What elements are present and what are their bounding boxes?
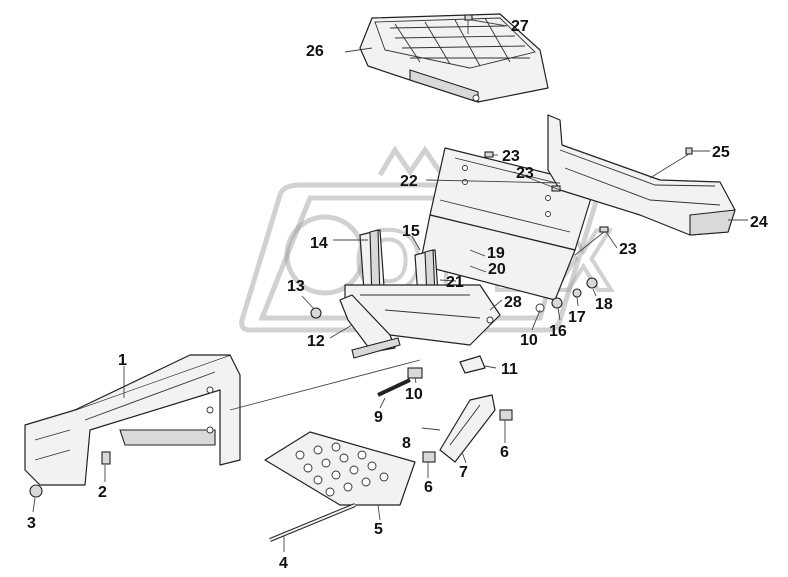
callout-19: 19 <box>487 245 505 262</box>
callout-6b: 6 <box>500 444 509 461</box>
part-13-nut <box>310 307 322 319</box>
part-11-plate <box>459 355 486 374</box>
leader-lines <box>32 19 748 552</box>
callout-23c: 23 <box>619 241 637 258</box>
part-25-bolt <box>649 147 693 179</box>
callout-22: 22 <box>400 173 418 190</box>
part-3-nut <box>29 484 43 498</box>
part-8-pin <box>421 427 441 431</box>
part-10-bushing <box>407 367 423 379</box>
callout-23b: 23 <box>516 165 534 182</box>
callout-24: 24 <box>750 214 768 231</box>
callout-27: 27 <box>511 18 529 35</box>
part-5-step-plate <box>264 431 416 506</box>
callout-9: 9 <box>374 409 383 426</box>
callout-11: 11 <box>501 361 518 378</box>
part-9-pin <box>377 378 411 397</box>
callout-16: 16 <box>549 323 567 340</box>
callout-10b: 10 <box>520 332 538 349</box>
callout-21: 21 <box>446 274 464 291</box>
part-22-rear-bracket <box>419 147 596 301</box>
part-6-bushings <box>422 409 513 463</box>
callout-23a: 23 <box>502 148 520 165</box>
callout-13: 13 <box>287 278 305 295</box>
part-7-hinge-plate <box>439 394 496 463</box>
part-16-washer <box>551 297 563 309</box>
part-4-pin <box>269 503 356 542</box>
part-12-arm <box>339 294 401 359</box>
callout-6a: 6 <box>424 479 433 496</box>
callout-25: 25 <box>712 144 730 161</box>
callout-12: 12 <box>307 333 325 350</box>
callout-28: 28 <box>504 294 522 311</box>
part-18-nut <box>586 277 598 289</box>
callout-18: 18 <box>595 296 613 313</box>
part-2-bolt <box>101 451 111 465</box>
callout-8: 8 <box>402 435 411 452</box>
part-17-washer <box>572 288 582 298</box>
part-24-shield <box>547 114 736 236</box>
callout-2: 2 <box>98 484 107 501</box>
callout-17: 17 <box>568 309 586 326</box>
callout-1: 1 <box>118 352 127 369</box>
assembly-axis-line <box>229 359 421 411</box>
part-26-grid-panel <box>359 13 549 103</box>
callout-10a: 10 <box>405 386 423 403</box>
part-1-main-bracket <box>24 354 241 486</box>
callout-15: 15 <box>402 223 420 240</box>
callout-5: 5 <box>374 521 383 538</box>
callout-26: 26 <box>306 43 324 60</box>
callout-3: 3 <box>27 515 36 532</box>
callout-4: 4 <box>279 555 288 572</box>
part-27-bolt <box>464 14 473 34</box>
callout-7: 7 <box>459 464 468 481</box>
callout-20: 20 <box>488 261 506 278</box>
callout-14: 14 <box>310 235 328 252</box>
